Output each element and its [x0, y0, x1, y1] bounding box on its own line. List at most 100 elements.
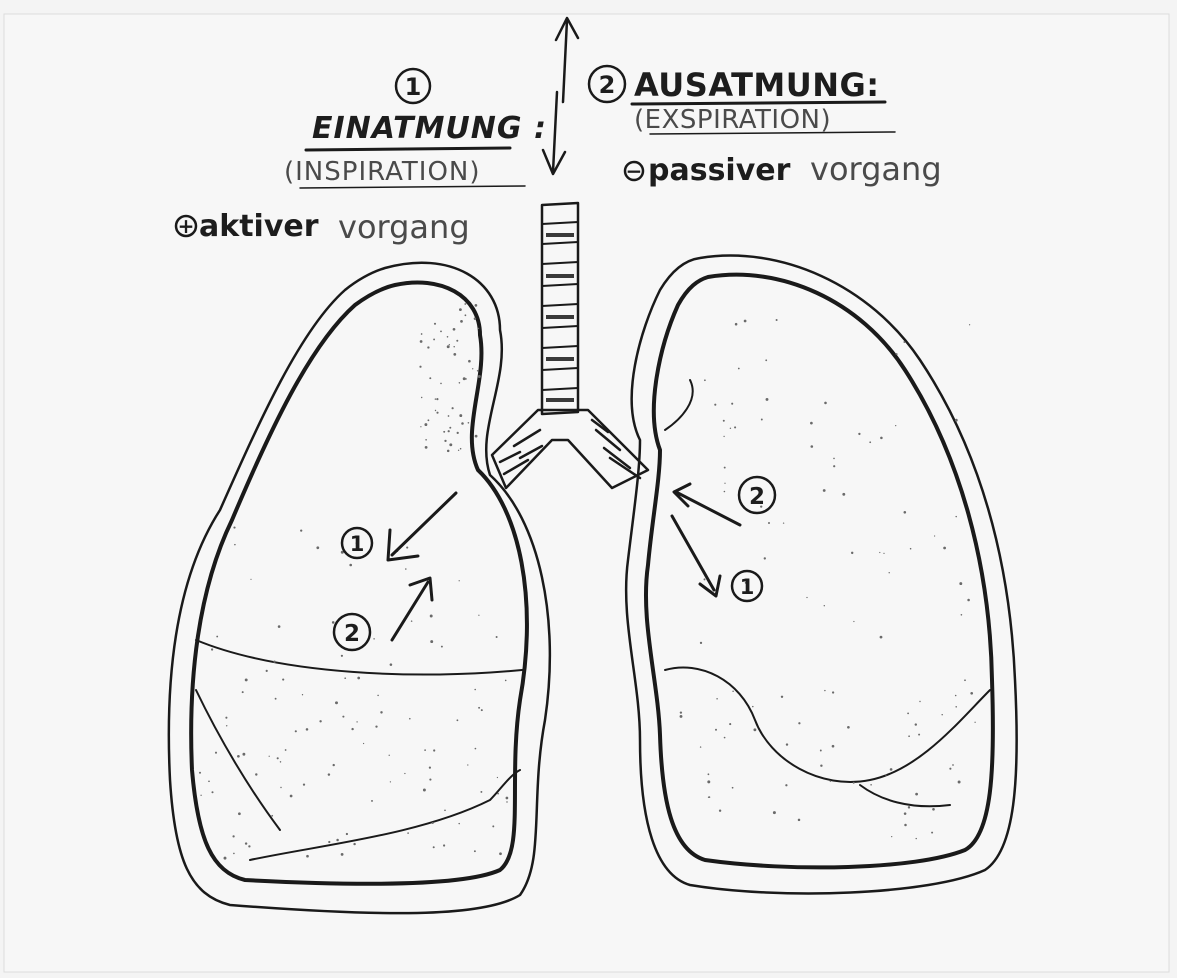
stipple-dot	[342, 716, 344, 718]
stipple-dot	[497, 793, 499, 795]
stipple-dot	[435, 410, 436, 411]
stipple-dot	[443, 844, 445, 846]
stipple-dot	[704, 379, 706, 381]
inspiration-note-light: vorgang	[338, 208, 470, 246]
stipple-dot	[425, 439, 427, 441]
stipple-dot	[335, 701, 338, 704]
stipple-dot	[448, 415, 450, 417]
stipple-dot	[461, 422, 464, 425]
stipple-dot	[824, 402, 827, 405]
stipple-dot	[468, 360, 471, 363]
stipple-dot	[459, 580, 460, 581]
stipple-dot	[453, 353, 456, 356]
stipple-dot	[300, 529, 302, 531]
stipple-dot	[919, 701, 920, 702]
stipple-dot	[810, 445, 813, 448]
stipple-dot	[880, 437, 883, 440]
stipple-dot	[319, 720, 321, 722]
stipple-dot	[931, 832, 933, 834]
stipple-dot	[895, 425, 896, 426]
stipple-dot	[409, 718, 411, 720]
stipple-dot	[904, 511, 907, 514]
stipple-dot	[406, 547, 408, 549]
stipple-dot	[724, 483, 725, 484]
expiration-title-underline	[632, 102, 885, 104]
stipple-dot	[497, 777, 498, 778]
stipple-dot	[735, 323, 738, 326]
stipple-dot	[847, 726, 850, 729]
stipple-dot	[955, 419, 958, 422]
stipple-dot	[477, 370, 479, 372]
stipple-dot	[407, 832, 409, 834]
stipple-dot	[390, 781, 391, 782]
left-arrow-1-label: 1	[350, 532, 365, 556]
inspiration-title-underline	[306, 148, 510, 150]
stipple-dot	[879, 552, 880, 553]
stipple-dot	[810, 422, 813, 425]
stipple-dot	[714, 404, 716, 406]
stipple-dot	[869, 441, 871, 443]
stipple-dot	[734, 426, 736, 428]
stipple-dot	[481, 709, 483, 711]
stipple-dot	[858, 433, 860, 435]
stipple-dot	[404, 773, 405, 774]
stipple-dot	[423, 789, 426, 792]
stipple-dot	[332, 621, 335, 624]
stipple-dot	[730, 428, 731, 429]
stipple-dot	[200, 795, 201, 796]
stipple-dot	[941, 714, 942, 715]
stipple-dot	[478, 328, 479, 329]
inspiration-sign: +	[178, 214, 195, 238]
stipple-dot	[232, 835, 234, 837]
stipple-dot	[411, 620, 413, 622]
stipple-dot	[724, 737, 726, 739]
stipple-dot	[238, 812, 241, 815]
stipple-dot	[768, 522, 770, 524]
stipple-dot	[478, 707, 480, 709]
stipple-dot	[429, 767, 431, 769]
stipple-dot	[785, 784, 787, 786]
stipple-dot	[680, 711, 682, 713]
stipple-dot	[436, 398, 438, 400]
stipple-dot	[506, 797, 509, 800]
stipple-dot	[468, 422, 470, 424]
stipple-dot	[952, 764, 954, 766]
stipple-dot	[448, 430, 450, 432]
stipple-dot	[278, 625, 281, 628]
stipple-dot	[885, 775, 886, 776]
stipple-dot	[303, 783, 305, 785]
stipple-dot	[351, 728, 353, 730]
stipple-dot	[459, 414, 462, 417]
stipple-dot	[709, 796, 711, 798]
stipple-dot	[306, 728, 309, 731]
expiration-subtitle: (EXSPIRATION)	[634, 105, 831, 135]
stipple-dot	[896, 353, 898, 355]
stipple-dot	[472, 368, 473, 369]
stipple-dot	[492, 825, 494, 827]
stipple-dot	[245, 842, 247, 844]
stipple-dot	[716, 698, 718, 700]
stipple-dot	[467, 764, 468, 765]
stipple-dot	[910, 548, 912, 550]
stipple-dot	[336, 839, 339, 842]
stipple-dot	[832, 691, 834, 693]
stipple-dot	[704, 578, 706, 580]
stipple-dot	[453, 346, 454, 347]
stipple-dot	[824, 605, 825, 606]
stipple-dot	[891, 836, 892, 837]
stipple-dot	[955, 695, 957, 697]
stipple-dot	[883, 553, 884, 554]
stipple-dot	[375, 725, 377, 727]
stipple-dot	[969, 324, 970, 325]
stipple-dot	[505, 680, 507, 682]
stipple-dot	[234, 544, 236, 546]
stipple-dot	[255, 773, 257, 775]
stipple-dot	[449, 344, 450, 345]
stipple-dot	[480, 791, 482, 793]
stipple-dot	[904, 824, 907, 827]
stipple-dot	[700, 642, 702, 644]
stipple-dot	[341, 853, 344, 856]
stipple-dot	[433, 846, 435, 848]
stipple-dot	[832, 745, 835, 748]
